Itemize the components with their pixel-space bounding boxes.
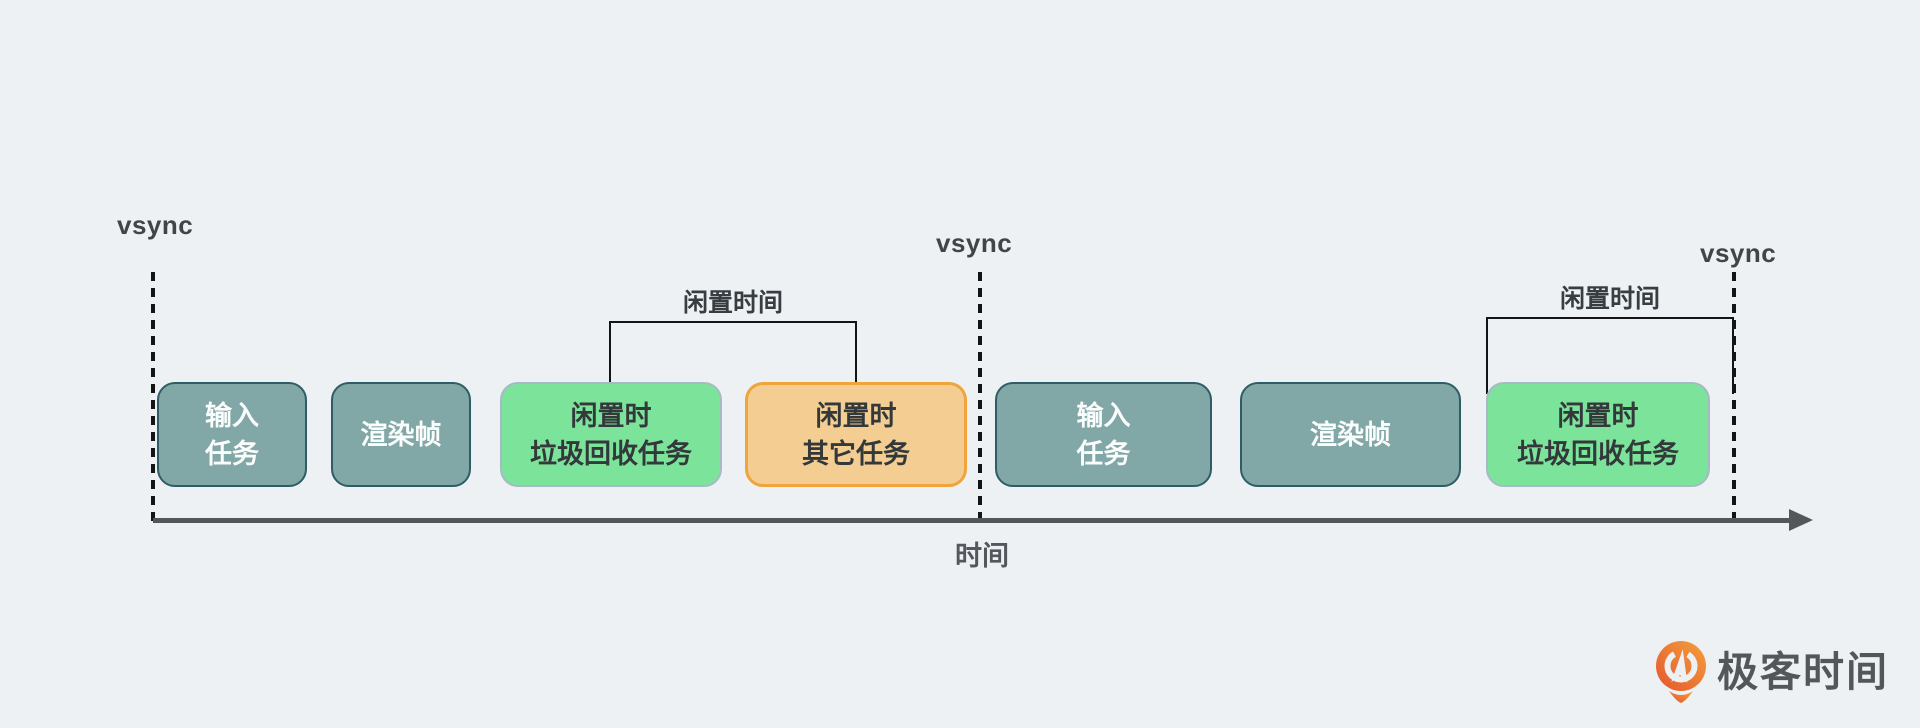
task-block-idle-gc-1: 闲置时 垃圾回收任务 [500, 382, 722, 487]
idle-time-bracket-1 [609, 321, 857, 383]
task-block-label: 输入 任务 [1076, 400, 1131, 469]
idle-time-label-2: 闲置时间 [1559, 285, 1661, 313]
task-block-render-1: 渲染帧 [331, 382, 471, 487]
vsync-line-3 [1732, 272, 1736, 522]
geektime-logo-text: 极客时间 [1717, 649, 1889, 695]
vsync-label-3: vsync [1700, 238, 1777, 268]
task-block-input-2: 输入 任务 [995, 382, 1212, 487]
task-block-label: 输入 任务 [205, 400, 259, 469]
task-block-label: 渲染帧 [360, 419, 442, 450]
vsync-line-2 [978, 272, 982, 522]
task-block-idle-gc-2: 闲置时 垃圾回收任务 [1486, 382, 1710, 487]
idle-time-bracket-2 [1486, 317, 1734, 394]
time-axis-arrowhead-icon [1789, 509, 1813, 531]
time-axis-label: 时间 [955, 541, 1009, 571]
geektime-logo: 极客时间 [1655, 640, 1889, 704]
idle-time-label-1: 闲置时间 [682, 289, 784, 317]
vsync-label-1: vsync [117, 210, 194, 240]
task-block-render-2: 渲染帧 [1240, 382, 1461, 487]
vsync-label-2: vsync [936, 228, 1013, 258]
vsync-line-1 [151, 272, 155, 522]
task-block-label: 闲置时 垃圾回收任务 [530, 400, 692, 469]
task-block-label: 闲置时 垃圾回收任务 [1517, 400, 1679, 469]
task-block-label: 渲染帧 [1310, 419, 1391, 450]
geektime-logo-icon [1656, 641, 1706, 703]
time-axis [153, 518, 1798, 523]
task-block-idle-other: 闲置时 其它任务 [745, 382, 967, 487]
task-block-label: 闲置时 其它任务 [802, 400, 910, 469]
task-block-input-1: 输入 任务 [157, 382, 307, 487]
